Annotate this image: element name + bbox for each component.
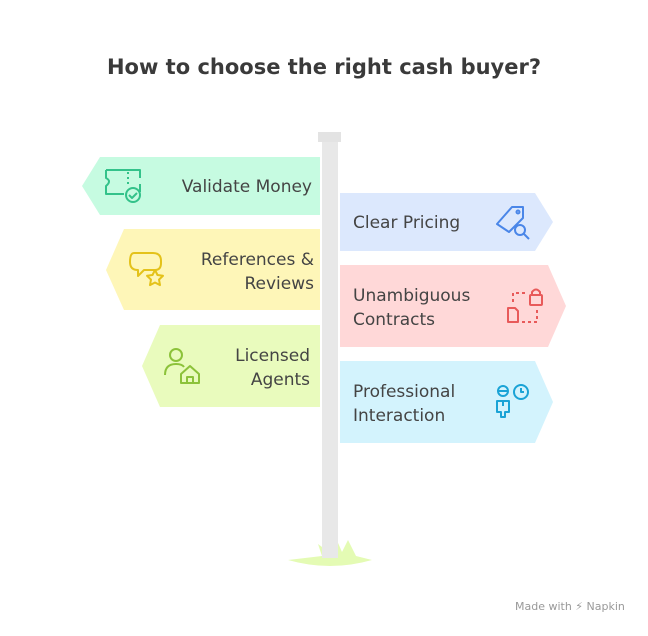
sign-label-validate-money: Validate Money <box>181 177 312 197</box>
sign-label-references-reviews: References & Reviews <box>200 250 314 294</box>
sign-label-licensed-agents: Licensed Agents <box>235 346 310 390</box>
sign-licensed-agents[interactable] <box>142 325 320 407</box>
pole-cap <box>318 132 341 142</box>
page-title: How to choose the right cash buyer? <box>106 55 542 79</box>
ticket-check-icon <box>105 169 141 203</box>
sign-references-reviews[interactable] <box>106 229 320 310</box>
tag-search-icon <box>496 206 530 240</box>
person-clock-icon <box>496 384 529 418</box>
made-with-napkin-link[interactable]: Made with ⚡ Napkin <box>515 600 625 613</box>
grass <box>288 536 372 566</box>
pole <box>322 140 338 558</box>
document-lock-icon <box>507 288 543 323</box>
sign-validate-money[interactable] <box>82 157 320 215</box>
sign-unambiguous-contracts[interactable] <box>340 265 566 347</box>
sign-label-professional-interaction: Professional Interaction <box>353 382 456 426</box>
sign-professional-interaction[interactable] <box>340 361 553 443</box>
person-house-icon <box>164 348 200 384</box>
sign-label-unambiguous-contracts: Unambiguous Contracts <box>353 286 471 330</box>
sign-clear-pricing[interactable] <box>340 193 553 251</box>
sign-label-clear-pricing: Clear Pricing <box>353 213 461 233</box>
chat-star-icon <box>129 252 164 287</box>
